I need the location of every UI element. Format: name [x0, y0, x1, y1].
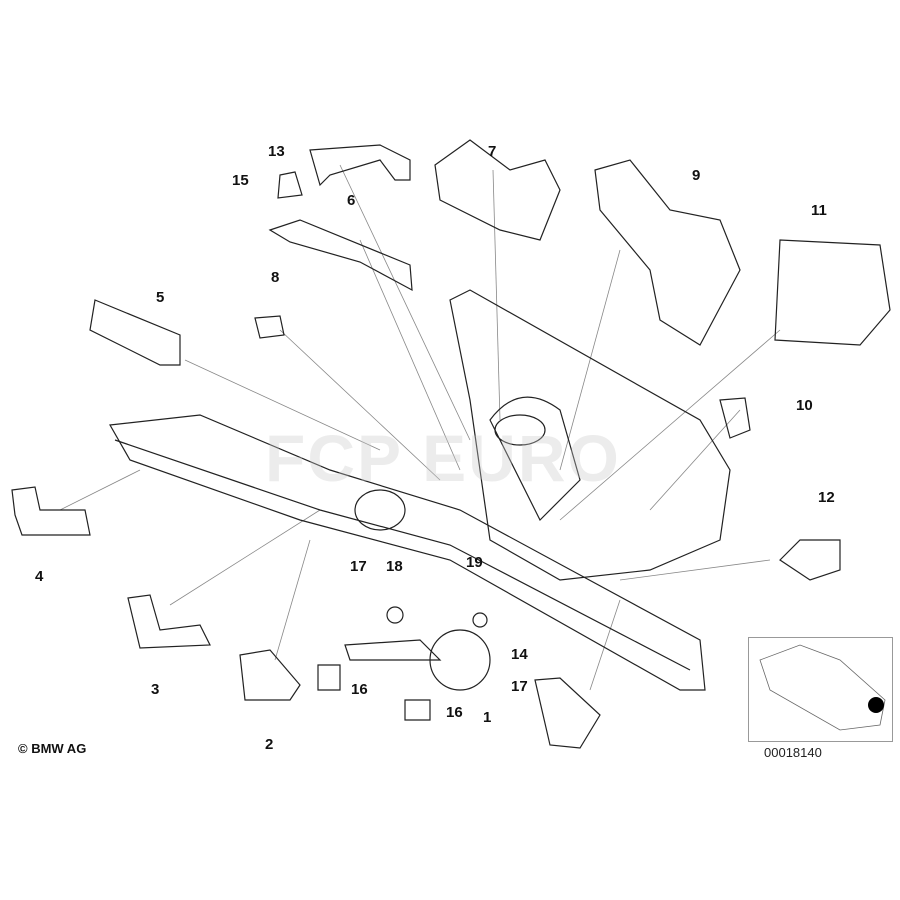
callout-8: 8 — [271, 269, 280, 286]
part-11 — [774, 239, 891, 346]
callout-10: 10 — [796, 397, 813, 414]
copyright: © BMW AG — [18, 741, 87, 756]
leader-lines — [59, 164, 781, 691]
callout-4: 4 — [35, 568, 44, 585]
part-12 — [779, 539, 841, 581]
inset-car — [759, 644, 886, 731]
part-7 — [434, 139, 561, 241]
part-2 — [239, 649, 301, 701]
callout-6: 6 — [347, 192, 356, 209]
callout-14: 14 — [511, 646, 528, 663]
part-9 — [594, 159, 741, 346]
parts — [11, 139, 891, 749]
callout-18: 18 — [386, 558, 403, 575]
vehicle-inset — [748, 637, 893, 742]
callout-5: 5 — [156, 289, 165, 306]
callout-2: 2 — [265, 736, 274, 753]
part-3 — [127, 594, 211, 649]
callout-19: 19 — [466, 554, 483, 571]
part-5 — [89, 299, 181, 366]
callout-17: 17 — [350, 558, 367, 575]
callout-3: 3 — [151, 681, 160, 698]
callout-1: 1 — [483, 709, 492, 726]
callout-16b: 16 — [446, 704, 463, 721]
callout-13: 13 — [268, 143, 285, 160]
part-19 — [472, 612, 488, 628]
part-8 — [254, 315, 285, 339]
part-18 — [386, 606, 404, 624]
inset-code: 00018140 — [764, 745, 822, 760]
part-13 — [309, 144, 411, 187]
callout-9: 9 — [692, 167, 701, 184]
part-17-bracket — [344, 639, 442, 661]
part-16a — [317, 664, 341, 691]
part-1 — [534, 677, 601, 749]
callout-16: 16 — [351, 681, 368, 698]
part-15 — [277, 171, 303, 199]
callout-15: 15 — [232, 172, 249, 189]
part-10 — [719, 397, 751, 439]
location-marker — [868, 697, 884, 713]
part-4 — [11, 486, 91, 536]
callout-11: 11 — [811, 202, 827, 219]
callout-7: 7 — [488, 143, 497, 160]
part-16b — [404, 699, 431, 721]
callout-17b: 17 — [511, 678, 528, 695]
part-6 — [268, 219, 413, 292]
frame-rail — [109, 289, 731, 691]
callout-12: 12 — [818, 489, 835, 506]
watermark: FCP EURO — [265, 421, 621, 495]
